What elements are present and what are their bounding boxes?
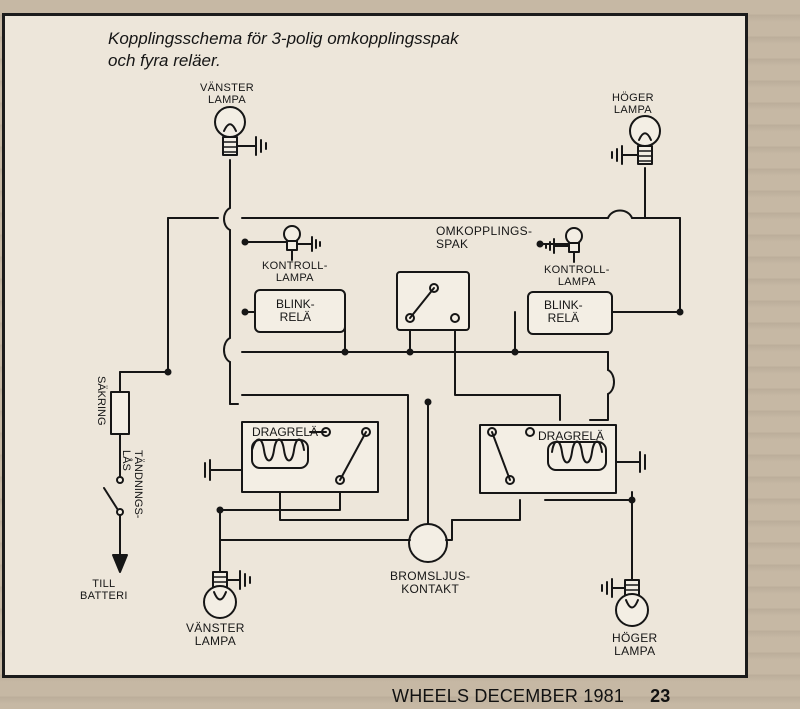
left-flasher-relay-box (254, 289, 346, 333)
right-indicator-bulb (545, 227, 583, 254)
label-left-indicator-line1: KONTROLL- (262, 260, 328, 272)
label-to-battery-line1: TILL (92, 578, 116, 590)
right-drag-relay-body (479, 424, 646, 494)
battery-arrow-icon (112, 554, 128, 573)
label-right-flasher-line1: BLINK- (544, 298, 583, 312)
left-indicator-bulb (283, 225, 321, 252)
label-left-flasher-line2: RELÄ (279, 310, 312, 324)
diagram-title: Kopplingsschema för 3-polig omkopplingss… (108, 28, 459, 72)
switch-lever-body (396, 271, 470, 331)
label-right-indicator-line1: KONTROLL- (544, 264, 610, 276)
label-left-lamp-bottom-line1: VÄNSTER (186, 621, 245, 635)
label-to-battery: TILL BATTERI (80, 578, 128, 602)
label-right-flasher-line2: RELÄ (547, 311, 580, 325)
left-lamp-top-bulb (214, 106, 267, 156)
label-left-indicator-line2: LAMPA (275, 272, 314, 284)
label-right-indicator: KONTROLL- LAMPA (544, 264, 610, 288)
label-left-lamp-top-line1: VÄNSTER (200, 82, 255, 94)
wire-right-hop-top (607, 209, 633, 219)
label-ignition-lock: TÄNDNINGS- LÅS (120, 450, 144, 518)
footer-publication: WHEELS DECEMBER 1981 (392, 686, 625, 706)
label-to-battery-line2: BATTERI (80, 590, 128, 602)
label-left-indicator: KONTROLL- LAMPA (262, 260, 328, 284)
wire-left-outer (119, 217, 169, 373)
label-right-indicator-line2: LAMPA (557, 276, 596, 288)
label-fuse: SÄKRING (95, 376, 107, 426)
wire-left-bot (219, 491, 341, 511)
label-switch-lever-line2: SPAK (436, 237, 469, 251)
footer-page-number: 23 (650, 686, 671, 706)
right-lamp-top-bulb (611, 115, 661, 165)
fuse-body (110, 391, 130, 435)
label-left-drag-relay: DRAGRELÄ (252, 425, 319, 439)
wire-bottom-left (219, 509, 411, 541)
brake-light-switch-body (408, 523, 448, 563)
label-left-lamp-bottom-line2: LAMPA (194, 634, 237, 648)
diagram-panel (2, 13, 748, 678)
ignition-switch-body (103, 476, 124, 561)
left-lamp-bottom-bulb (203, 570, 251, 619)
label-right-drag-relay: DRAGRELÄ (538, 429, 605, 443)
label-right-flasher: BLINK- RELÄ (544, 299, 583, 325)
label-left-lamp-top: VÄNSTER LAMPA (200, 82, 254, 106)
wire-switch-right (454, 317, 561, 421)
label-brake-switch-line2: KONTAKT (401, 582, 460, 596)
right-lamp-bottom-bulb (601, 578, 649, 627)
label-right-lamp-top: HÖGER LAMPA (612, 92, 654, 116)
title-line-1: Kopplingsschema för 3-polig omkopplingss… (108, 29, 459, 48)
label-brake-switch: BROMSLJUS- KONTAKT (390, 570, 470, 596)
label-left-lamp-bottom: VÄNSTER LAMPA (186, 622, 245, 648)
label-right-lamp-bottom-line2: LAMPA (614, 644, 656, 658)
wire-loop-right (451, 499, 521, 521)
left-drag-relay-body (204, 421, 379, 493)
label-left-lamp-top-line2: LAMPA (208, 94, 247, 106)
label-ignition-lock-line2: LÅS (120, 450, 132, 471)
wire-left-indicator (244, 241, 293, 261)
label-brake-switch-line1: BROMSLJUS- (390, 569, 471, 583)
label-switch-lever-line1: OMKOPPLINGS- (436, 224, 533, 238)
label-switch-lever: OMKOPPLINGS- SPAK (436, 225, 532, 251)
label-right-lamp-bottom-line1: HÖGER (612, 631, 658, 645)
wire-right-hop-mid (607, 369, 615, 395)
label-right-lamp-top-line1: HÖGER (612, 92, 654, 104)
label-left-flasher: BLINK- RELÄ (276, 298, 315, 324)
label-left-flasher-line1: BLINK- (276, 297, 315, 311)
label-ignition-lock-line1: TÄNDNINGS- (132, 450, 144, 519)
wire-left-hop-top (223, 207, 231, 231)
title-line-2: och fyra reläer. (108, 51, 221, 70)
wire-brake-right (445, 519, 453, 541)
label-right-lamp-top-line2: LAMPA (613, 104, 652, 116)
right-flasher-relay-box (527, 291, 613, 335)
label-right-lamp-bottom: HÖGER LAMPA (612, 632, 658, 658)
wire-left-hop-mid (223, 337, 231, 363)
junction-dots (164, 238, 684, 514)
page-footer: WHEELS DECEMBER 1981 23 (392, 686, 671, 707)
